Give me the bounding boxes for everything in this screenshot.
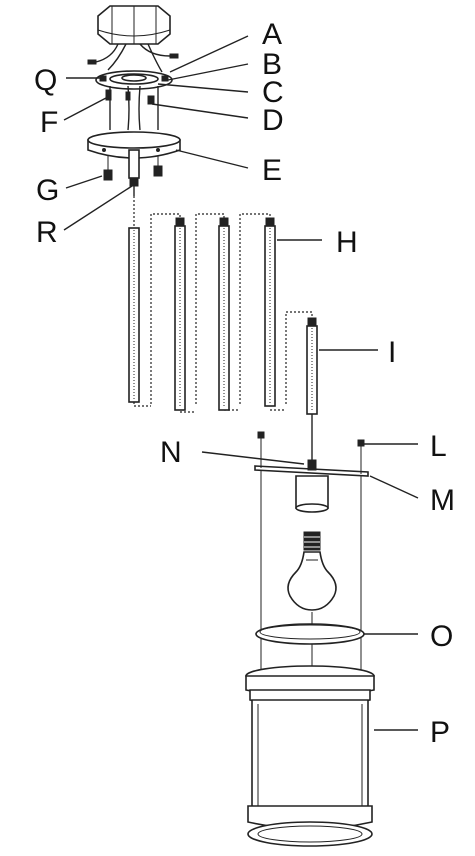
supply-wires	[87, 43, 179, 73]
label-e: E	[262, 154, 282, 187]
label-l: L	[430, 430, 447, 463]
part-labels: A B C D E Q F G R H I N L M O P	[34, 18, 455, 749]
canopy-screws	[103, 156, 163, 181]
light-bulb	[287, 531, 337, 611]
junction-box	[97, 5, 171, 45]
lamp-socket	[295, 459, 329, 513]
lamp-shade	[245, 665, 375, 847]
label-n: N	[160, 436, 182, 469]
label-c: C	[262, 76, 284, 109]
suspension-rods	[128, 196, 313, 413]
label-m: M	[430, 484, 455, 517]
label-h: H	[336, 226, 358, 259]
label-f: F	[40, 106, 58, 139]
short-rod	[306, 317, 318, 460]
glass-ring	[255, 623, 365, 668]
label-b: B	[262, 48, 282, 81]
label-i: I	[388, 336, 396, 369]
label-p: P	[430, 716, 450, 749]
cross-bar	[254, 431, 369, 477]
mounting-bracket	[95, 70, 173, 90]
label-g: G	[36, 174, 59, 207]
label-r: R	[36, 216, 58, 249]
label-d: D	[262, 104, 284, 137]
mounting-screws	[105, 85, 159, 131]
cord-grip	[128, 149, 140, 196]
label-a: A	[262, 18, 282, 51]
label-o: O	[430, 620, 453, 653]
leader-lines	[63, 35, 419, 731]
label-q: Q	[34, 64, 57, 97]
